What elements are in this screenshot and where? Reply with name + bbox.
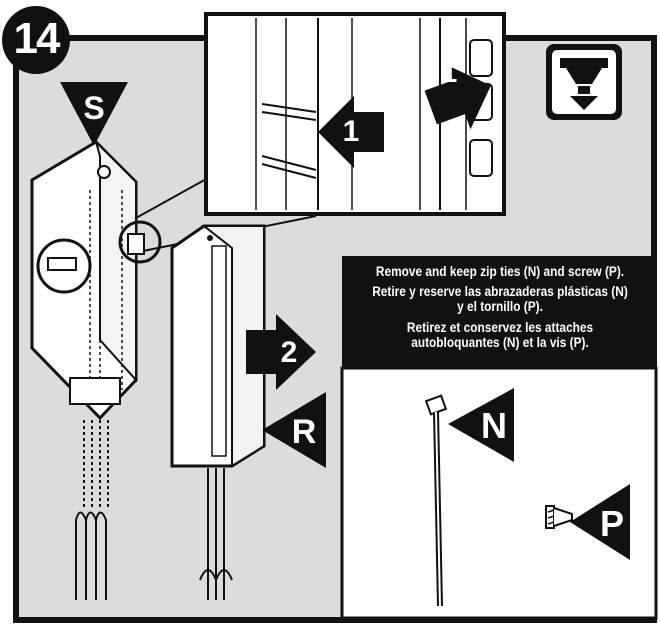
cover-r (170, 224, 266, 468)
arrow-1b (424, 65, 491, 130)
remove-cover-icon (546, 44, 622, 120)
arrow-1a (318, 96, 384, 168)
label-p-marker (570, 484, 630, 560)
instruction-english: Remove and keep zip ties (N) and screw (… (375, 264, 625, 279)
label-p: P (599, 503, 624, 544)
instruction-header (342, 256, 656, 368)
instruction-french-1: Retirez et conservez les attaches (406, 320, 594, 335)
arrow-1a-label: 1 (342, 115, 360, 148)
screw-p (545, 505, 573, 529)
label-r-marker (262, 392, 326, 468)
label-s-marker (60, 82, 128, 146)
zip-tie-n (424, 394, 448, 607)
zoom-circle-left (36, 238, 92, 294)
label-r: R (291, 413, 317, 451)
step-number: 14 (13, 14, 61, 63)
instruction-spanish-2: y el tornillo (P). (457, 299, 543, 314)
arrow-2 (246, 314, 316, 390)
zoom-circle-right (118, 220, 162, 264)
base-plate-s (30, 138, 138, 421)
arrow-1b-label: 1 (440, 56, 458, 89)
label-n: N (481, 405, 507, 446)
label-n-marker (448, 388, 514, 462)
label-s: S (83, 90, 105, 126)
instruction-spanish-1: Retire y reserve las abrazaderas plástic… (372, 284, 628, 299)
step-number-badge (2, 6, 70, 74)
wire-bundle-left (75, 420, 109, 600)
arrow-2-label: 2 (280, 336, 298, 369)
instruction-french-2: autobloquantes (N) et la vis (P). (411, 335, 589, 350)
wire-bundle-right (199, 468, 233, 600)
